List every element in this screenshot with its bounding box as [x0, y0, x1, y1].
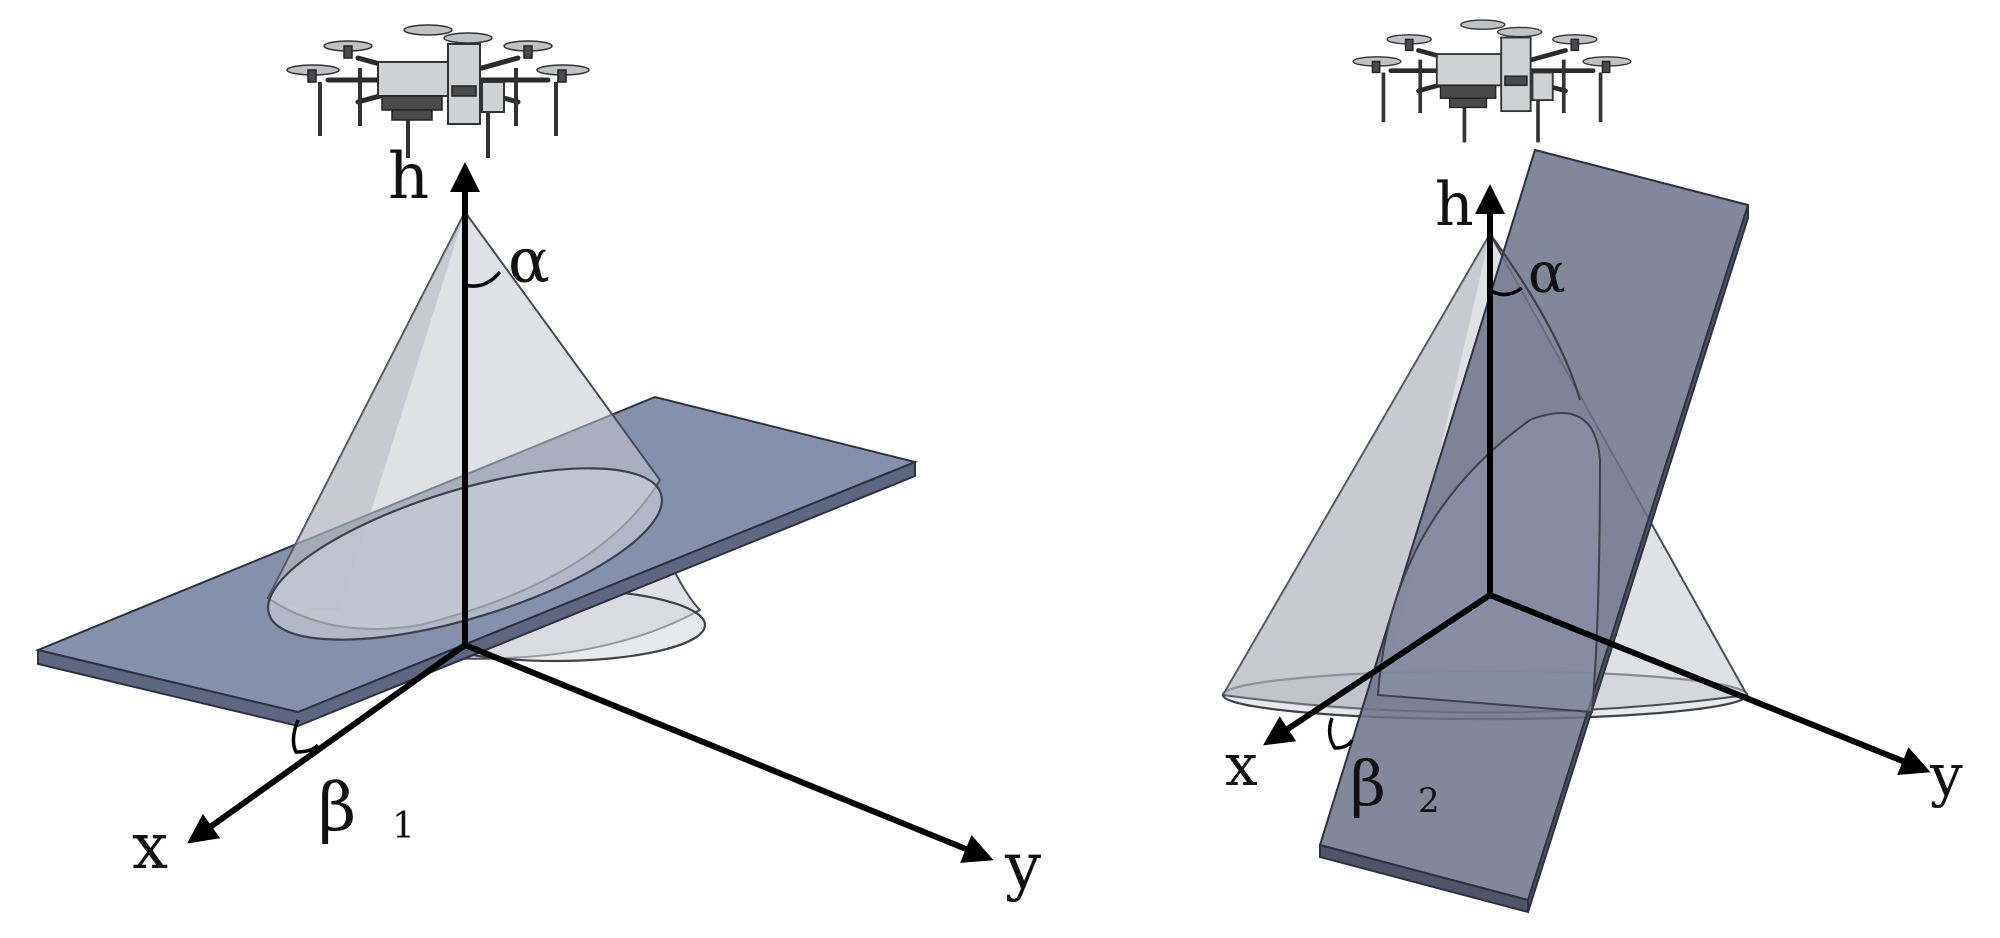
right-beta-mark [1327, 717, 1354, 750]
left-alpha-mark [464, 270, 502, 288]
left-h-label: h [388, 140, 429, 214]
left-cone-shade [268, 212, 465, 611]
right-x-label: x [1225, 731, 1258, 799]
right-section-edge [1489, 233, 1582, 401]
right-cone-shade [1223, 234, 1490, 712]
left-beta-subscript: 1 [392, 806, 415, 847]
right-y-axis [1488, 592, 1931, 775]
left-beta-label: β [318, 769, 356, 846]
right-panel: h α x y β 2 [1221, 20, 1963, 914]
right-alpha-mark [1489, 286, 1524, 297]
right-beta-label: β [1350, 747, 1386, 820]
right-y-label: y [1929, 741, 1963, 809]
right-beta-subscript: 2 [1418, 781, 1440, 821]
drone-icon [1353, 20, 1631, 142]
left-panel: h α x y β 1 [34, 25, 1041, 904]
left-y-axis [463, 642, 994, 863]
left-alpha-label: α [508, 224, 550, 297]
right-h-label: h [1435, 170, 1474, 240]
left-y-label: y [1004, 830, 1041, 904]
left-beta-mark [291, 719, 320, 754]
drone-icon [287, 25, 589, 158]
right-x-axis [1262, 592, 1492, 746]
right-alpha-label: α [1528, 241, 1566, 306]
left-x-label: x [132, 810, 168, 884]
left-x-axis [187, 642, 467, 844]
